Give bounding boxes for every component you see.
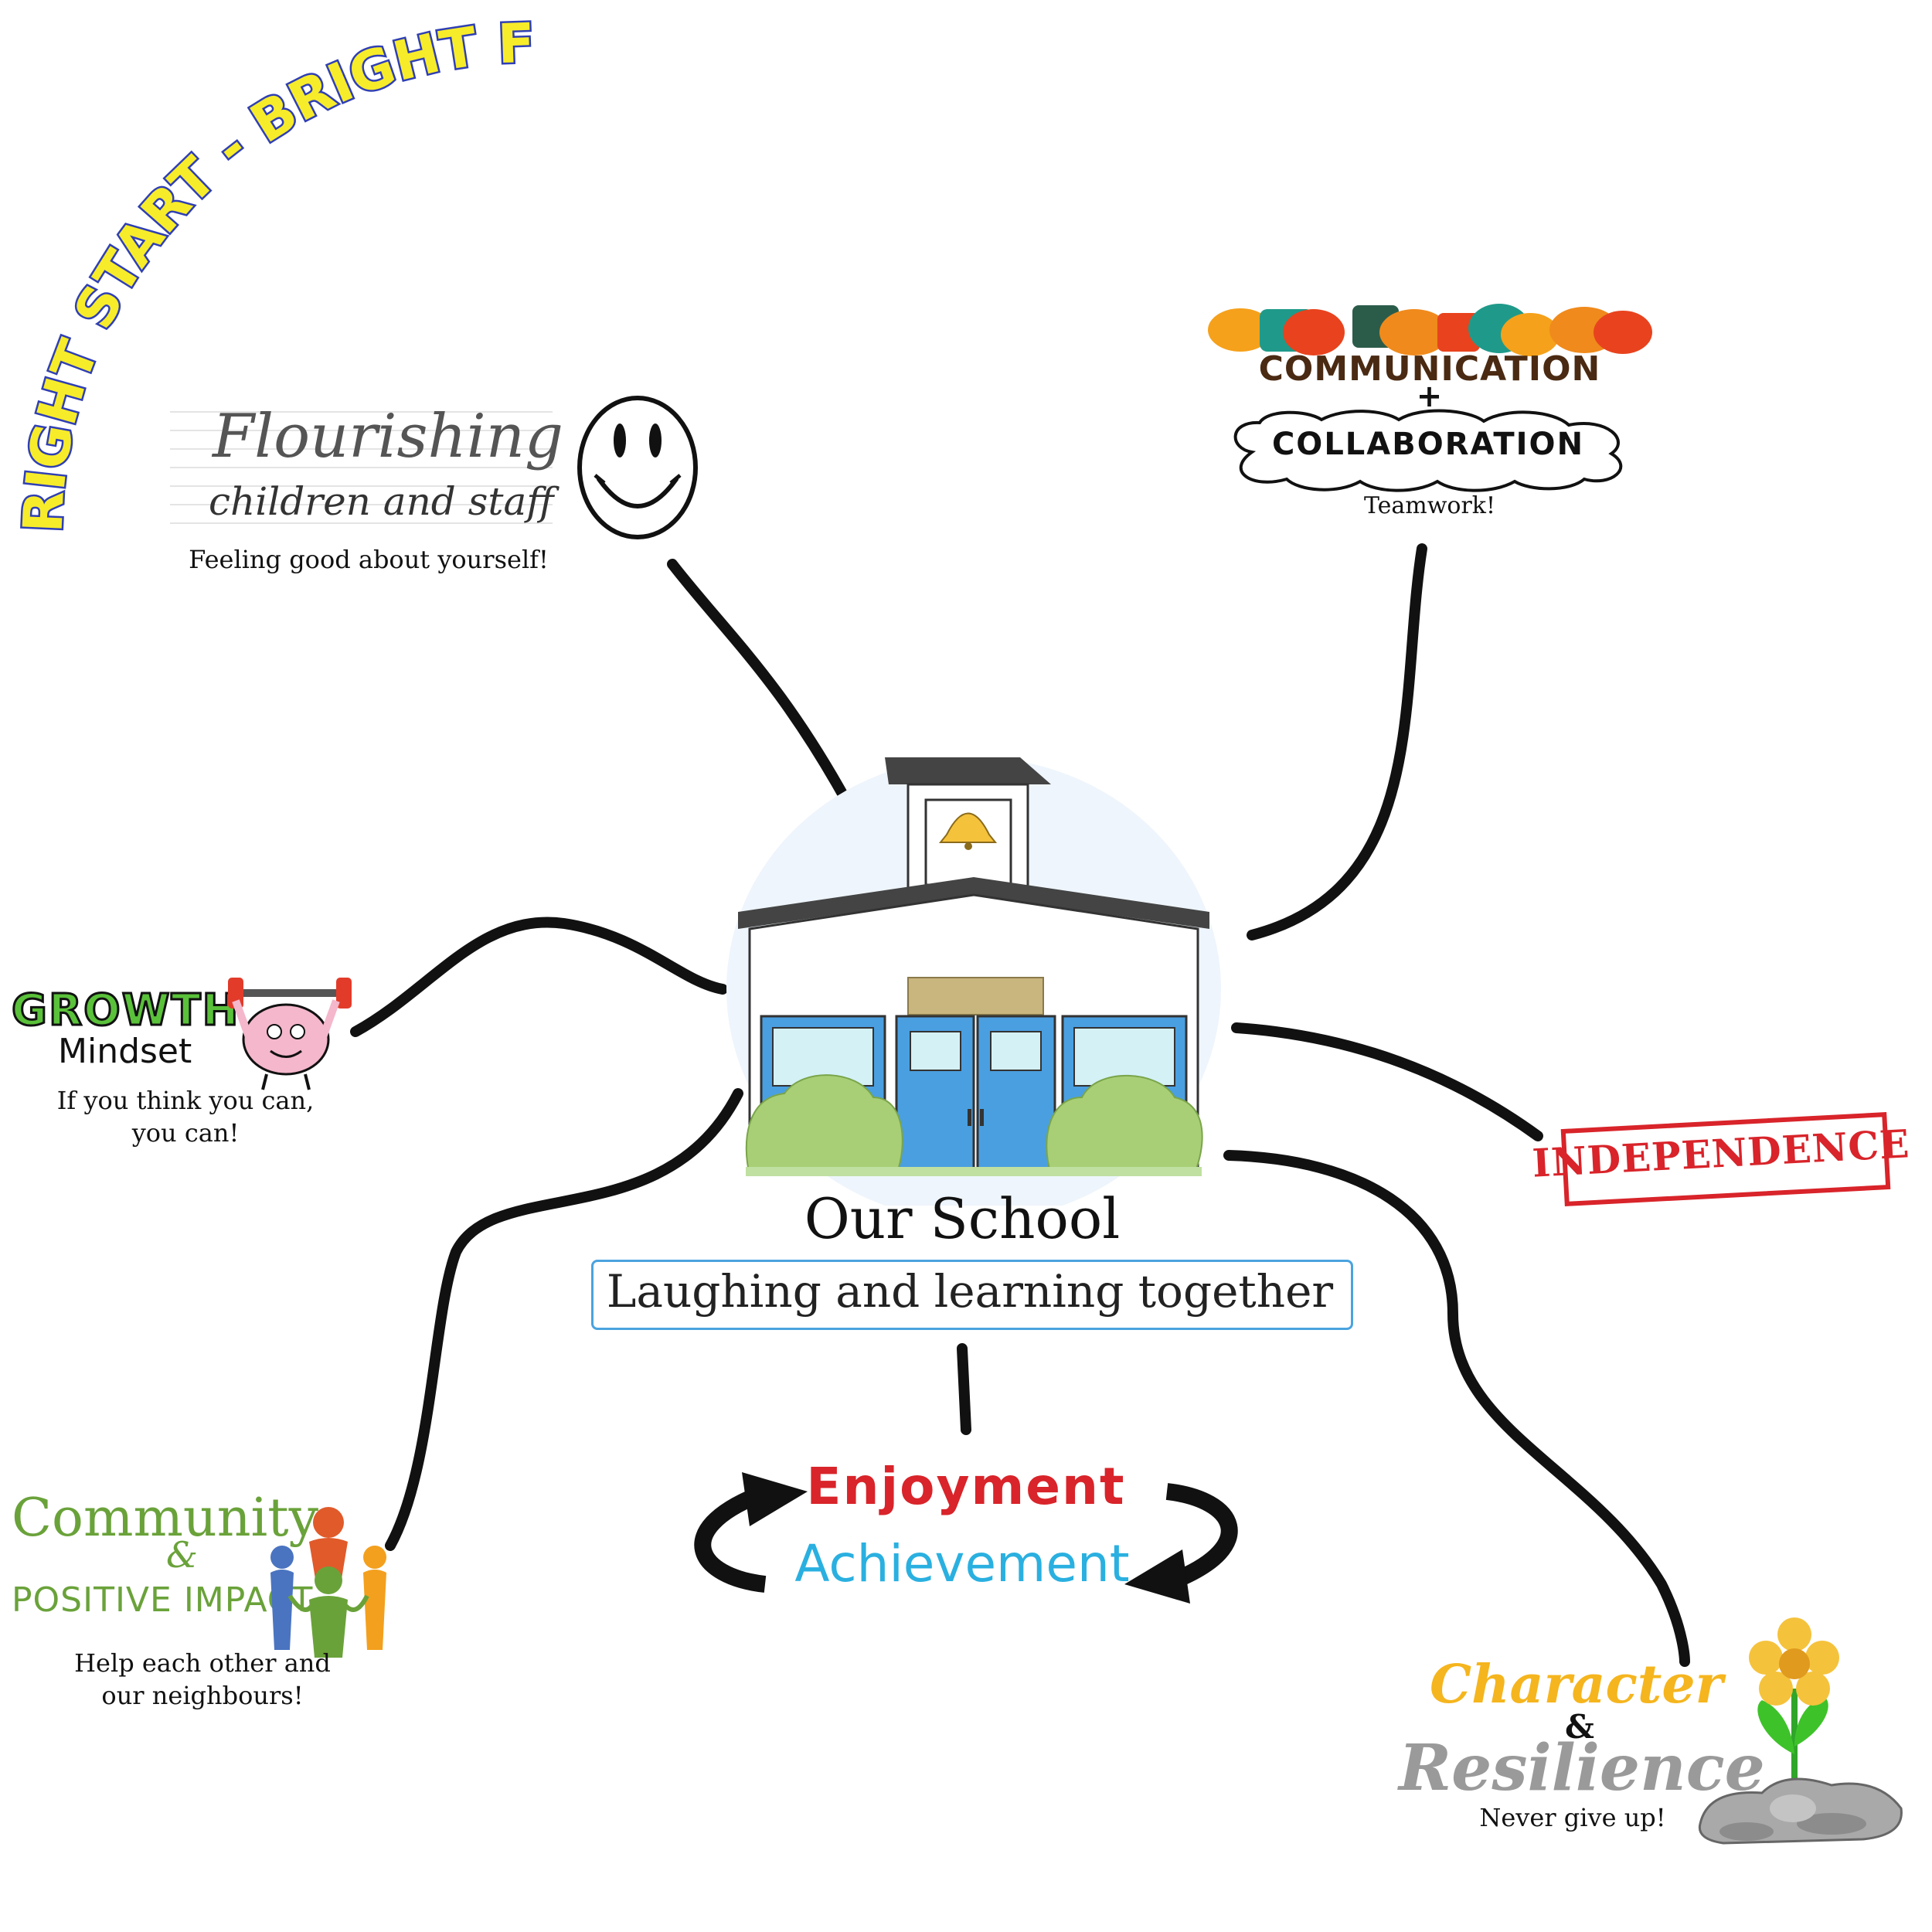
tower-roof: [885, 757, 1051, 784]
line-growth: [350, 917, 728, 1037]
line-community: [385, 1088, 743, 1551]
growth-caption-1: If you think you can,: [56, 1086, 315, 1115]
value-enjoyment: Enjoyment: [806, 1457, 1126, 1516]
flourishing-caption: Feeling good about yourself!: [189, 545, 549, 574]
cycle-arrow-icon: [694, 1472, 1238, 1604]
community-caption-2: our neighbours!: [101, 1681, 304, 1710]
communication-title: COMMUNICATION: [1258, 349, 1601, 389]
community-subtitle: POSITIVE IMPACT: [12, 1580, 314, 1620]
motto-box: [591, 1260, 1353, 1330]
school-motto: Laughing and learning together: [606, 1265, 1334, 1318]
flourishing-card: [170, 394, 553, 537]
communication-caption: Teamwork!: [1363, 492, 1496, 519]
character-caption: Never give up!: [1479, 1803, 1666, 1832]
bush-left: [745, 1074, 903, 1175]
community-amp: &: [166, 1534, 198, 1576]
barbell-brain-icon: [228, 978, 352, 1090]
flower-icon: [1749, 1617, 1839, 1789]
line-independence: [1231, 1022, 1543, 1141]
community-caption-1: Help each other and: [74, 1648, 331, 1678]
flourishing-subtitle: children and staff: [209, 479, 554, 524]
line-values: [957, 1343, 971, 1435]
collaboration-title: COLLABORATION: [1271, 427, 1585, 462]
growth-subtitle: Mindset: [58, 1032, 192, 1071]
character-subtitle: Resilience: [1399, 1731, 1765, 1805]
school-title: Our School: [804, 1186, 1121, 1251]
speech-bubbles-icon: [1208, 304, 1652, 356]
school-sign: [907, 977, 1044, 1015]
main-roof: [738, 877, 1209, 929]
character-title: Character: [1430, 1654, 1723, 1716]
communication-plus: +: [1416, 379, 1444, 414]
line-character: [1223, 1150, 1690, 1667]
growth-title: GROWTH: [11, 985, 240, 1037]
school-building: [726, 757, 1221, 1206]
cloud-icon: [1233, 409, 1623, 492]
community-title: Community: [12, 1488, 319, 1549]
people-circle-icon: [270, 1507, 386, 1658]
flourishing-script: Flourishing: [213, 402, 563, 471]
rocks-icon: [1698, 1777, 1903, 1845]
value-achievement: Achievement: [794, 1534, 1130, 1594]
bell-icon: [938, 812, 998, 843]
line-communication: [1247, 543, 1427, 940]
smiley-icon: [577, 396, 698, 539]
line-flourishing: [667, 559, 855, 813]
character-amp: &: [1565, 1708, 1594, 1746]
bush-right: [1046, 1074, 1203, 1175]
growth-caption-2: you can!: [131, 1118, 240, 1148]
